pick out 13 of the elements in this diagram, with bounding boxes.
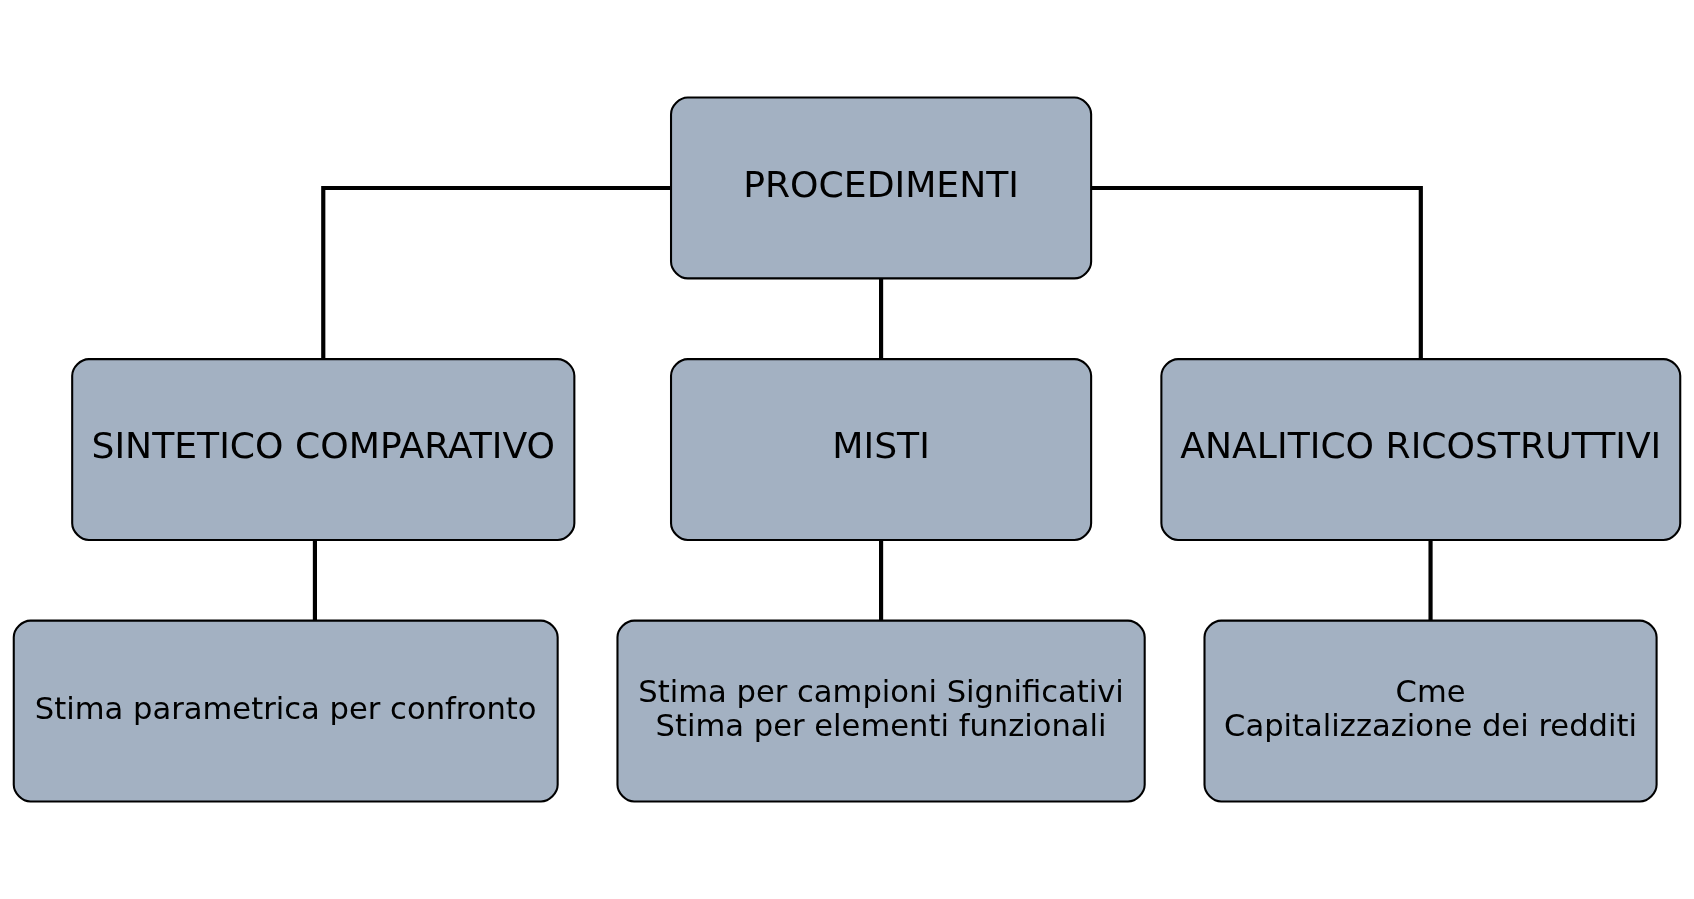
connector (312, 540, 317, 621)
connector (879, 540, 884, 621)
node-box: PROCEDIMENTI (670, 96, 1093, 280)
connector (1091, 185, 1423, 359)
node-box: Stima parametrica per confronto (12, 619, 559, 803)
node-box: Cme Capitalizzazione dei redditi (1203, 619, 1658, 803)
connector (879, 278, 884, 359)
connector (321, 185, 671, 359)
connector (1428, 540, 1433, 621)
node-box: ANALITICO RICOSTRUTTIVI (1160, 358, 1682, 541)
node-box: MISTI (670, 358, 1093, 541)
node-box: SINTETICO COMPARATIVO (71, 358, 576, 541)
node-box: Stima per campioni Significativi Stima per elementi funzionali (616, 619, 1146, 803)
